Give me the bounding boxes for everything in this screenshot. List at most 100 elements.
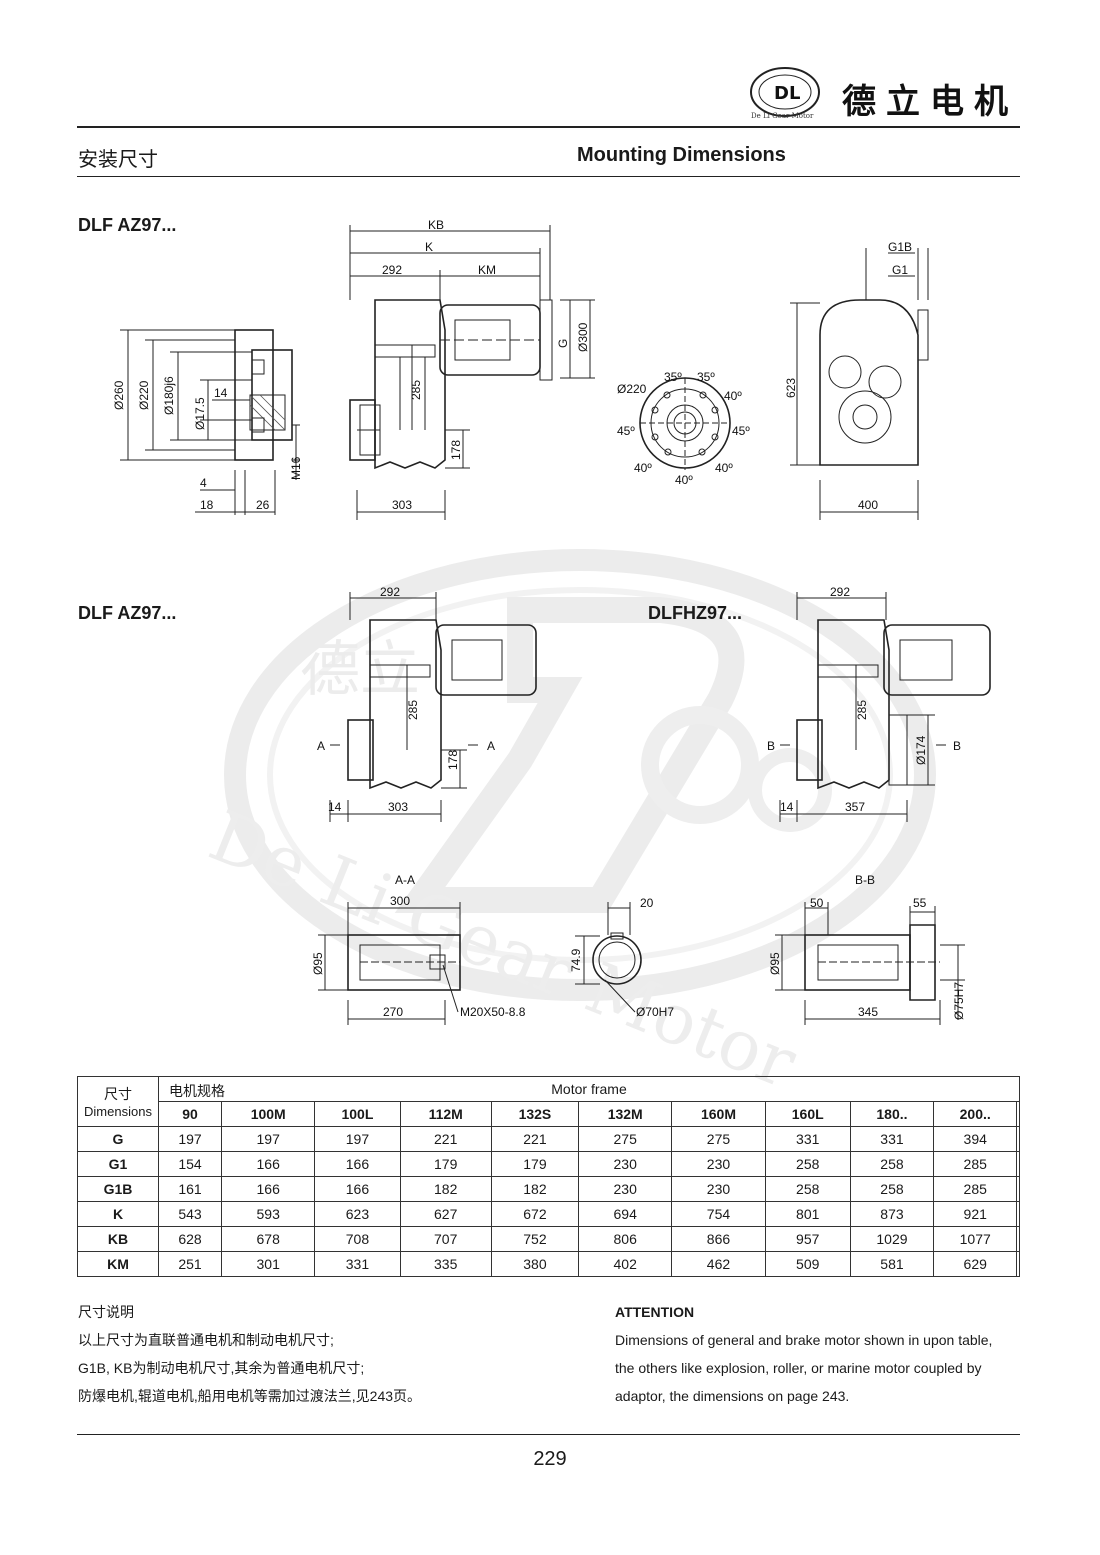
end-view: G1B G1 623 400	[784, 240, 929, 520]
table-cell: 230	[671, 1151, 766, 1177]
column-header: 180..	[849, 1101, 935, 1127]
dim-d300: Ø300	[576, 322, 590, 352]
notes-cn-line: G1B, KB为制动电机尺寸,其余为普通电机尺寸;	[78, 1360, 365, 1376]
brand-logo: DL De Li Gear Motor	[750, 67, 820, 120]
table-cell: 707	[399, 1226, 492, 1252]
section-title-cn: 安装尺寸	[78, 149, 158, 171]
angle-35-left: 35º	[664, 370, 682, 384]
watermark-chars: 德立	[300, 635, 420, 705]
dim-285-mid-left: 285	[406, 700, 420, 720]
table-cell: 258	[849, 1151, 935, 1177]
dim-270: 270	[383, 1005, 403, 1019]
section-aa-title: A-A	[395, 873, 415, 887]
angle-35-right: 35º	[697, 370, 715, 384]
table-cell: 258	[849, 1176, 935, 1202]
dim-20: 20	[640, 896, 654, 910]
table-corner: 尺寸 Dimensions	[77, 1076, 159, 1127]
table-cell: 394	[933, 1126, 1018, 1152]
motor-frame-en: Motor frame	[551, 1081, 627, 1097]
dim-292-top: 292	[382, 263, 402, 277]
technical-drawings: Ø260 Ø220 Ø180j6 Ø17.5 14 M16 4 18 26 KB…	[112, 218, 991, 1025]
dim-74-9: 74.9	[569, 948, 583, 972]
dim-14-mid-left: 14	[328, 800, 342, 814]
dim-345: 345	[858, 1005, 878, 1019]
dim-4: 4	[200, 476, 207, 490]
motor-frame-header: 电机规格 Motor frame	[158, 1076, 1020, 1102]
table-cell: 543	[157, 1201, 223, 1227]
table-cell: 1029	[849, 1226, 935, 1252]
row-label: G	[77, 1126, 159, 1152]
table-cell: 331	[764, 1126, 851, 1152]
dim-kb: KB	[428, 218, 444, 232]
table-cell: 301	[221, 1251, 316, 1277]
notes-en-line: the others like explosion, roller, or ma…	[615, 1360, 982, 1376]
dim-285-mid-right: 285	[855, 700, 869, 720]
section-aa-view: A-A 300 Ø95 270 M20X50-8.8	[311, 873, 526, 1025]
table-cell: 754	[671, 1201, 766, 1227]
section-bb-view: B-B 50 55 Ø95 345 Ø75H7	[768, 873, 966, 1025]
model-label-mid-right: DLFHZ97...	[648, 603, 743, 623]
dim-d70: Ø70H7	[636, 1005, 674, 1019]
table-cell: 161	[157, 1176, 223, 1202]
table-cell	[1016, 1251, 1020, 1277]
column-header: 160L	[764, 1101, 851, 1127]
table-cell: 275	[671, 1126, 766, 1152]
page-number: 229	[533, 1448, 567, 1470]
dim-14-top: 14	[214, 386, 228, 400]
section-rule	[77, 176, 1020, 177]
dim-g: G	[556, 339, 570, 348]
notes-cn-line: 以上尺寸为直联普通电机和制动电机尺寸;	[78, 1332, 334, 1348]
footer-rule	[77, 1434, 1020, 1435]
dim-m16: M16	[289, 456, 303, 480]
dim-thread: M20X50-8.8	[460, 1005, 526, 1019]
table-cell: 623	[314, 1201, 401, 1227]
logo-ring-text: De Li Gear Motor	[751, 112, 814, 120]
dim-d17: Ø17.5	[193, 397, 207, 430]
table-cell	[1016, 1201, 1020, 1227]
table-cell: 166	[221, 1151, 316, 1177]
model-label-top: DLF AZ97...	[78, 215, 177, 235]
table-cell: 251	[157, 1251, 223, 1277]
section-a-right: A	[487, 739, 495, 753]
side-section-view: Ø260 Ø220 Ø180j6 Ø17.5 14 M16 4 18 26	[112, 329, 303, 515]
dim-178-mid-left: 178	[446, 750, 460, 770]
key-view: 20 74.9 Ø70H7	[569, 896, 674, 1019]
table-cell: 331	[849, 1126, 935, 1152]
header-rule	[77, 126, 1020, 128]
table-cell: 182	[399, 1176, 492, 1202]
table-cell: 866	[671, 1226, 766, 1252]
angle-40-top-right: 40º	[724, 389, 742, 403]
table-cell: 921	[933, 1201, 1018, 1227]
dim-357: 357	[845, 800, 865, 814]
table-cell: 335	[399, 1251, 492, 1277]
column-header: 160M	[671, 1101, 766, 1127]
table-cell: 593	[221, 1201, 316, 1227]
table-cell: 275	[578, 1126, 673, 1152]
table-cell: 462	[671, 1251, 766, 1277]
dim-d95-bb: Ø95	[768, 952, 782, 975]
notes-en-line: adaptor, the dimensions on page 243.	[615, 1388, 850, 1404]
table-cell	[1016, 1126, 1020, 1152]
dim-d174: Ø174	[914, 735, 928, 765]
dim-50: 50	[810, 896, 824, 910]
dim-g1b: G1B	[888, 240, 912, 254]
angle-45-right: 45º	[732, 424, 750, 438]
dim-285-top: 285	[409, 380, 423, 400]
table-cell: 708	[314, 1226, 401, 1252]
table-cell: 873	[849, 1201, 935, 1227]
dim-623: 623	[784, 378, 798, 398]
section-title-en: Mounting Dimensions	[577, 144, 786, 166]
table-cell	[1016, 1176, 1020, 1202]
table-cell: 1077	[933, 1226, 1018, 1252]
column-header: 132M	[578, 1101, 673, 1127]
table-cell: 166	[314, 1151, 401, 1177]
table-cell: 402	[578, 1251, 673, 1277]
notes-cn-title: 尺寸说明	[78, 1304, 134, 1320]
table-cell: 628	[157, 1226, 223, 1252]
table-cell: 182	[490, 1176, 580, 1202]
